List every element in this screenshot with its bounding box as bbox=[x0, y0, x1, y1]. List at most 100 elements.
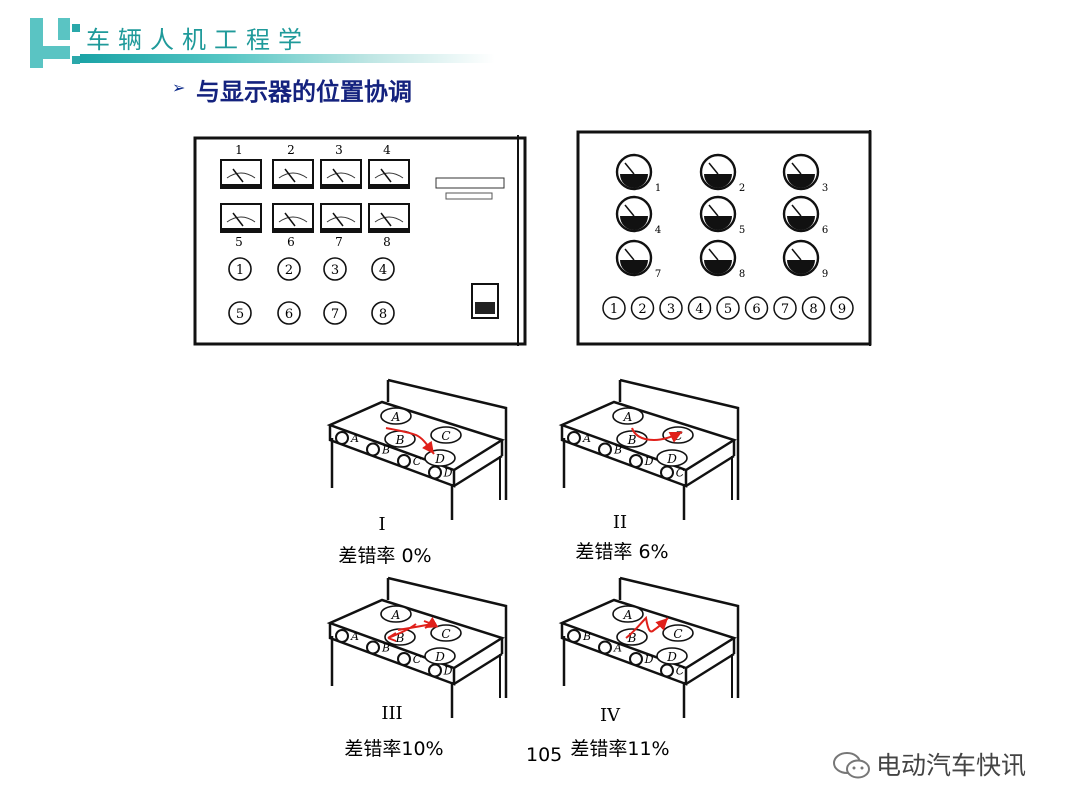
burner-C: C bbox=[662, 426, 694, 444]
stove-knob-D: D bbox=[428, 663, 453, 678]
stove-knob-label-A: A bbox=[350, 630, 359, 643]
dial-label-9: 9 bbox=[822, 269, 828, 280]
dial-6: 6 bbox=[782, 195, 828, 236]
knob-label-5: 5 bbox=[724, 302, 732, 317]
knob-label-6: 6 bbox=[285, 307, 293, 322]
knob-label-8: 8 bbox=[809, 302, 817, 317]
burner-label-B: B bbox=[395, 433, 405, 447]
burner-C: C bbox=[430, 624, 462, 642]
meter-2: 2 bbox=[272, 143, 314, 189]
knob-5: 5 bbox=[716, 296, 740, 320]
bullet-arrow-icon: ➢ bbox=[172, 78, 186, 97]
mapping-arrow bbox=[631, 427, 683, 443]
stove-4-numeral: IV bbox=[599, 705, 621, 726]
stove-knob-label-B: B bbox=[381, 642, 390, 655]
meter-label-2: 2 bbox=[287, 143, 295, 157]
knob-2: 2 bbox=[277, 257, 301, 281]
burner-label-D: D bbox=[666, 650, 677, 664]
burner-C: C bbox=[662, 624, 694, 642]
meter-label-1: 1 bbox=[235, 143, 243, 157]
knob-8: 8 bbox=[371, 301, 395, 325]
dial-label-3: 3 bbox=[822, 183, 828, 194]
dial-7: 7 bbox=[615, 239, 661, 280]
burner-label-D: D bbox=[434, 650, 445, 664]
stove-knob-B: B bbox=[366, 442, 390, 457]
knob-6: 6 bbox=[277, 301, 301, 325]
knob-9: 9 bbox=[830, 296, 854, 320]
burner-label-B: B bbox=[627, 631, 637, 645]
burner-label-B: B bbox=[627, 433, 637, 447]
burner-label-A: A bbox=[391, 410, 401, 424]
burner-label-C: C bbox=[441, 627, 450, 641]
meter-5: 5 bbox=[220, 203, 262, 249]
burner-A: A bbox=[380, 407, 412, 425]
dial-9: 9 bbox=[782, 239, 828, 280]
dial-2: 2 bbox=[699, 153, 745, 194]
stove-knob-D: D bbox=[629, 652, 654, 666]
stove-knob-C: C bbox=[660, 663, 685, 678]
knob-label-7: 7 bbox=[781, 302, 789, 317]
meter-label-6: 6 bbox=[287, 235, 295, 249]
stove-knob-A: A bbox=[567, 431, 591, 445]
stove-knob-label-B: B bbox=[381, 444, 390, 457]
stove-knob-label-C: C bbox=[413, 653, 422, 666]
knob-label-3: 3 bbox=[667, 302, 675, 317]
stove-4-error-rate: 差错率11% bbox=[570, 738, 670, 760]
stove-knob-C: C bbox=[397, 454, 422, 468]
dial-label-1: 1 bbox=[655, 183, 661, 194]
burner-label-A: A bbox=[623, 410, 633, 424]
stove-knob-B: B bbox=[366, 640, 390, 655]
section-title: 与显示器的位置协调 bbox=[196, 78, 412, 106]
meter-label-8: 8 bbox=[383, 235, 391, 249]
knob-label-6: 6 bbox=[752, 302, 760, 317]
stove-knob-label-D: D bbox=[443, 665, 453, 678]
knob-2: 2 bbox=[630, 296, 655, 320]
meter-1: 1 bbox=[220, 143, 262, 189]
stove-knob-A: A bbox=[335, 431, 359, 445]
dial-1: 1 bbox=[615, 153, 661, 194]
dial-4: 4 bbox=[615, 195, 661, 236]
stove-1-error-rate: 差错率 0% bbox=[338, 545, 432, 567]
dial-label-8: 8 bbox=[739, 269, 745, 280]
mapping-arrow bbox=[385, 427, 435, 455]
stove-knob-label-B: B bbox=[613, 444, 622, 457]
knob-label-7: 7 bbox=[331, 307, 339, 322]
meter-label-4: 4 bbox=[383, 143, 391, 157]
meter-3: 3 bbox=[320, 143, 362, 189]
wechat-icon bbox=[833, 752, 870, 779]
knob-label-1: 1 bbox=[236, 263, 244, 278]
stove-knob-C: C bbox=[660, 465, 685, 480]
stove-knob-B: B bbox=[567, 629, 591, 643]
burner-label-A: A bbox=[391, 608, 401, 622]
knob-label-8: 8 bbox=[379, 307, 387, 322]
dial-label-2: 2 bbox=[739, 183, 745, 194]
knob-4: 4 bbox=[371, 257, 395, 281]
stove-knob-label-A: A bbox=[613, 642, 622, 655]
course-title: 车辆人机工程学 bbox=[86, 26, 310, 54]
burner-label-C: C bbox=[441, 429, 450, 443]
stove-knob-label-A: A bbox=[582, 432, 591, 445]
meter-label-3: 3 bbox=[335, 143, 343, 157]
dial-label-5: 5 bbox=[739, 225, 745, 236]
dial-8: 8 bbox=[699, 239, 745, 280]
knob-1: 1 bbox=[228, 257, 252, 281]
stove-knob-A: A bbox=[335, 629, 359, 643]
stove-3-numeral: III bbox=[381, 703, 403, 724]
knob-label-9: 9 bbox=[838, 302, 846, 317]
title-underline-bar bbox=[80, 54, 495, 63]
stove-knob-label-C: C bbox=[676, 467, 685, 480]
stove-2-error-rate: 差错率 6% bbox=[575, 541, 669, 563]
burner-C: C bbox=[430, 426, 462, 444]
knob-label-2: 2 bbox=[285, 263, 293, 278]
knob-label-5: 5 bbox=[236, 307, 244, 322]
meter-4: 4 bbox=[368, 143, 410, 189]
knob-6: 6 bbox=[744, 296, 769, 320]
watermark-text: 电动汽车快讯 bbox=[876, 751, 1027, 780]
stove-knob-label-D: D bbox=[644, 455, 654, 468]
knob-label-2: 2 bbox=[638, 302, 646, 317]
